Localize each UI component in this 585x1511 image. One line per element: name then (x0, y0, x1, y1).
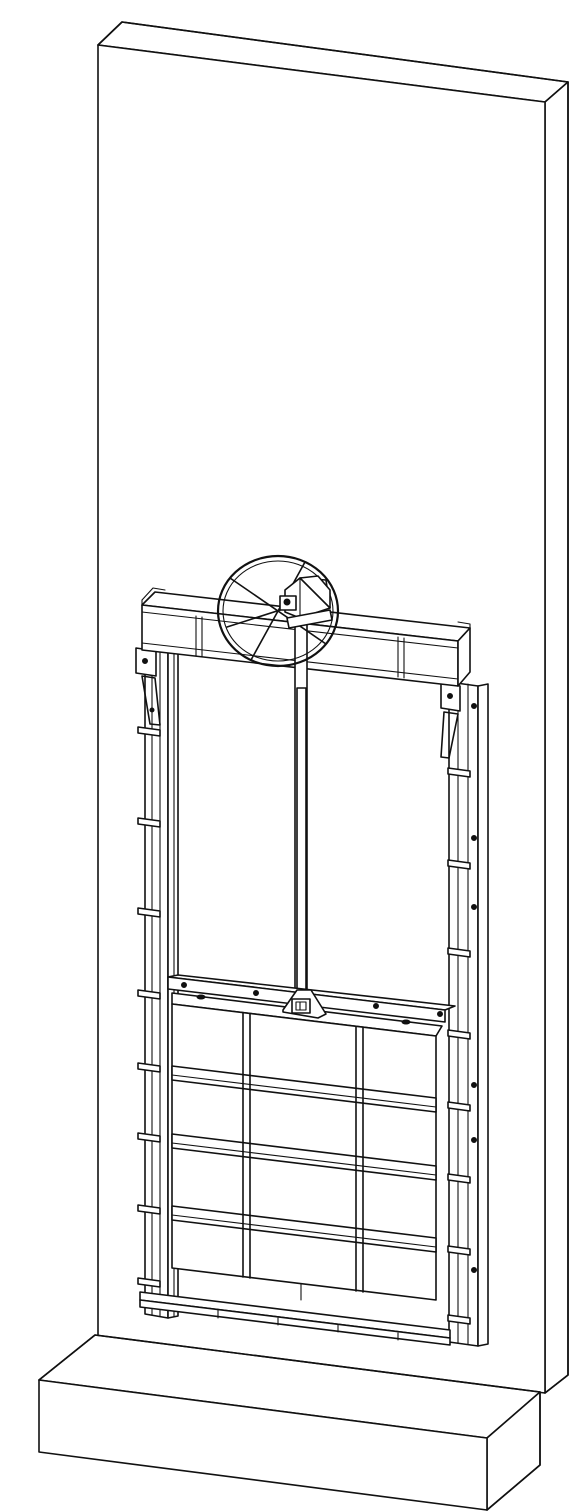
gearbox (279, 575, 333, 629)
left-anchor-ribs (137, 726, 161, 1288)
gate-leaf (167, 974, 456, 1301)
bottom-sill (139, 1291, 451, 1346)
stem-nut-bracket (282, 989, 327, 1019)
concrete-base (38, 1334, 541, 1511)
right-anchor-ribs (447, 767, 471, 1325)
spindle-stem (294, 614, 308, 1301)
